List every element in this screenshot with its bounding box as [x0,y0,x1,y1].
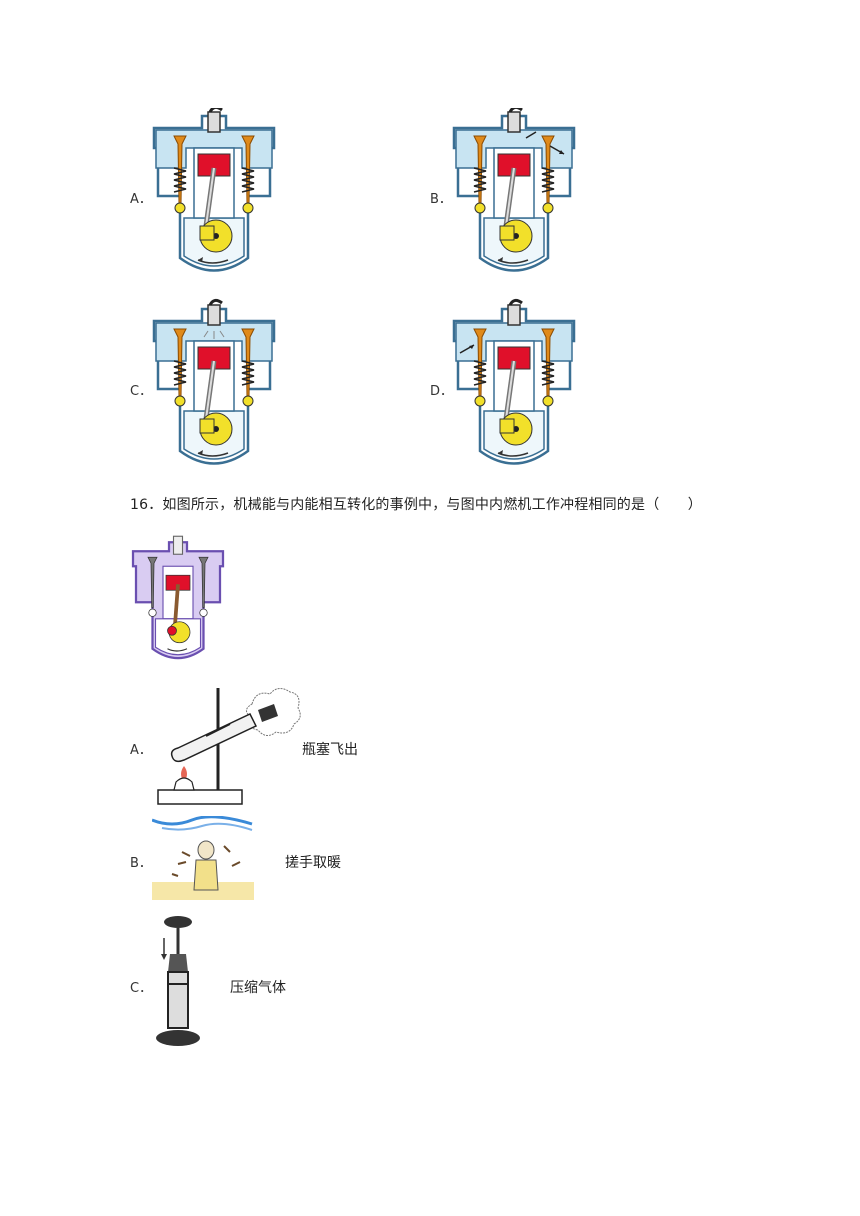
q15-option-d-label: D． [430,384,454,399]
q16-option-a-label: A． [130,743,152,758]
q16-option-b-figure [152,816,254,900]
question-16-stem: 16．如图所示，机械能与内能相互转化的事例中，与图中内燃机工作冲程相同的是（ ） [130,497,703,513]
q15-option-b-label: B． [430,192,452,207]
q15-option-a-label: A． [130,192,152,207]
q16-option-c-caption: 压缩气体 [230,980,286,996]
q16-option-b-caption: 搓手取暖 [285,855,341,871]
q15-option-c-label: C． [130,384,153,399]
q15-engine-b [450,108,578,278]
q15-engine-a [150,108,278,278]
q15-engine-c [150,296,278,476]
q16-option-a-caption: 瓶塞飞出 [302,742,358,758]
q15-engine-d [450,296,578,476]
q16-option-a-figure [157,688,301,805]
q16-option-c-figure [156,916,200,1046]
q16-engine-figure [131,535,225,660]
q16-option-b-label: B． [130,856,152,871]
q16-option-c-label: C． [130,981,153,996]
